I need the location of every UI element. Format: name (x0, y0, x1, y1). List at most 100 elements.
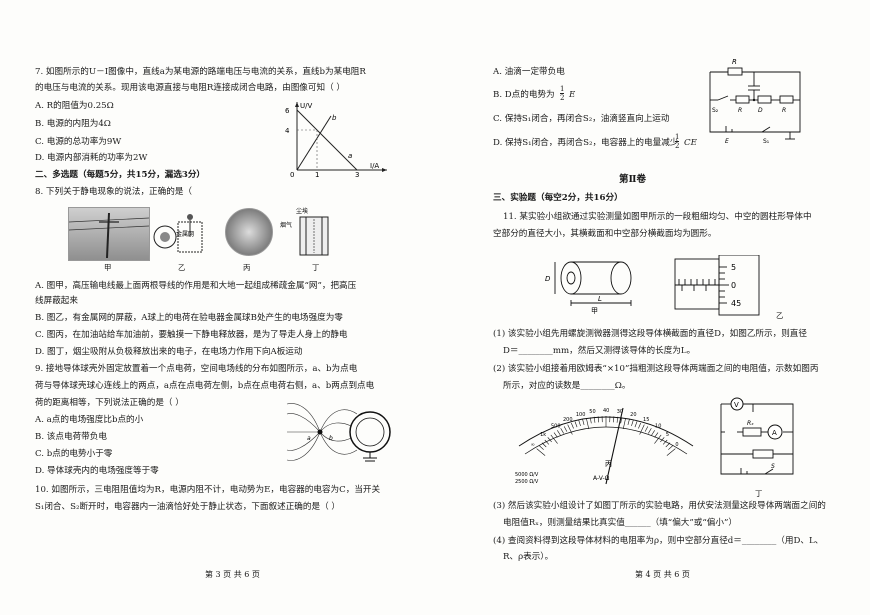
q11-cylinder-diagram: D L 甲 (545, 261, 632, 314)
x-tick-3: 3 (355, 171, 359, 178)
y-tick-6: 6 (285, 107, 290, 115)
q11-part2-line1: (2) 该实验小组接着用欧姆表“×10”挡粗测这段导体两端面之间的电阻值，示数如… (493, 364, 819, 374)
dial-scale-label: ∞ (531, 442, 535, 448)
scale-45: 45 (731, 299, 741, 308)
q8-option-d: D. 图丁，烟尘吸附从负极释放出来的电子，在电场力作用下向A板运动 (35, 347, 303, 357)
q11-ohmmeter-dial: 丙 A-V-Ω 5000 Ω/V 2500 Ω/V ∞1k50020010050… (515, 407, 694, 485)
origin-label: 0 (290, 171, 294, 178)
q8-option-c: C. 图丙，在加油站给车加油前，要触摸一下静电释放器，是为了导走人身上的静电 (35, 330, 348, 340)
page-4: A. 油滴一定带负电 B. D点的电势为 1 2 E C. 保持S₁闭合，再闭合… (435, 0, 870, 615)
circuit-e-label: E (725, 138, 729, 144)
x-tick-1: 1 (315, 171, 319, 178)
flue-label: 烟气 (280, 221, 292, 229)
q7-line1: 7. 如图所示的U－I图像中，直线a为某电源的路端电压与电流的关系，直线b为某电… (35, 67, 366, 77)
photo-power-lines (68, 207, 150, 261)
fig-jia-label: 甲 (591, 307, 598, 314)
q7-ui-graph: U/V 6 4 0 1 3 I/A a b (285, 102, 387, 178)
dial-tick (582, 419, 585, 425)
q8-option-a: A. 图甲，高压输电线最上面两根导线的作用是和大地一起组成稀疏金属“网”，把高压 (35, 281, 357, 291)
point-a-label: a (307, 435, 311, 442)
dial-tick (662, 439, 668, 445)
dial-tick (567, 424, 573, 435)
diagram-electroscope-mesh: 金属网 (153, 214, 203, 253)
dial-tick (553, 432, 558, 438)
dial-scale-label: 20 (630, 412, 636, 418)
line-a-label: a (348, 152, 352, 160)
q11-part4-line1: (4) 查阅资料得到这段导体材料的电阻率为ρ，则中空部分直径d＝________… (493, 536, 824, 546)
dial-tick (639, 424, 645, 435)
q8-label-bing: 丙 (243, 263, 251, 272)
diameter-label: D (545, 275, 551, 283)
q10-option-a: A. 油滴一定带负电 (493, 67, 565, 77)
switch-s-label: S (771, 463, 775, 470)
dial-tick (571, 422, 574, 429)
y-axis-label: U/V (300, 102, 312, 110)
dial-tick (547, 437, 552, 443)
dial-tick (536, 448, 546, 456)
dial-tick (654, 432, 659, 438)
q9-option-c: C. b点的电势小于零 (35, 449, 113, 459)
dial-tick (616, 416, 619, 423)
frac-b-num: 1 (560, 85, 565, 94)
q8-option-a-cont: 线屏蔽起来 (35, 296, 78, 306)
footer-page-3: 第 3 页 共 6 页 (205, 570, 260, 579)
y-tick-4: 4 (285, 127, 290, 135)
q11-line2: 空部分的直径大小，其横截面和中空部分横截面均为圆形。 (493, 229, 717, 239)
q7-option-b: B. 电源的内阻为4Ω (35, 119, 111, 129)
meter-spec-2: 2500 Ω/V (515, 479, 539, 485)
footer-page-4: 第 4 页 共 6 页 (635, 570, 690, 579)
dial-tick (634, 421, 638, 428)
dial-scale-label: 0 (675, 442, 678, 448)
dust-label: 尘埃 (296, 207, 308, 215)
q9-line3: 荷的距离相等，下列说法正确的是（ ） (35, 398, 184, 408)
frac-d-num: 1 (675, 133, 680, 142)
q9-option-a: A. a点的电场强度比b点的小 (35, 415, 144, 425)
scale-5: 5 (731, 263, 736, 272)
q8-label-jia: 甲 (104, 263, 112, 272)
q11-part2-line2: 所示，对应的读数是________Ω。 (503, 381, 631, 391)
q10-line2: S₁闭合、S₂断开时，电容器内一油滴恰好处于静止状态，下面叙述正确的是（ ） (35, 502, 340, 512)
scale-0: 0 (731, 281, 736, 290)
dial-tick (557, 430, 561, 436)
fig-ding-label: 丁 (755, 489, 763, 498)
dial-tick (613, 416, 615, 423)
q10-option-c: C. 保持S₁闭合，再闭合S₂，油滴竖直向上运动 (493, 114, 670, 124)
q8-option-b: B. 图乙，有金属网的屏蔽，A球上的电荷在验电器金属球B处产生的电场强度为零 (35, 313, 343, 323)
meter-unit-label: A-V-Ω (593, 475, 610, 482)
q8-label-ding: 丁 (312, 263, 320, 272)
q10-line1: 10. 如图所示，三电阻阻值均为R，电源内阻不计，电动势为E，电容器的电容为C，… (35, 485, 381, 495)
q9-line2: 荷与导体球壳球心连线上的两点，a点在点电荷左侧，b点在点电荷右侧，a、b两点到点… (35, 381, 375, 391)
length-label: L (598, 295, 602, 303)
diagram-electrostatic-precipitator: 尘埃 烟气 (280, 207, 329, 256)
frac-b-den: 2 (560, 94, 565, 102)
dial-tick (578, 420, 581, 427)
dial-scale-label: 200 (563, 417, 573, 423)
q11-voltammeter-circuit: V A Rₓ S (720, 397, 794, 475)
dial-tick (544, 439, 550, 445)
dial-scale-label: 15 (643, 417, 649, 423)
dial-scale-label: 500 (551, 424, 561, 430)
q11-part1-line2: D＝________mm，然后又测得该导体的长度为L。 (503, 346, 696, 356)
dial-tick (593, 416, 596, 423)
dial-tick (550, 434, 558, 444)
circuit-r3-label: R (782, 107, 786, 114)
dial-tick (648, 428, 652, 434)
q9-option-b: B. 该点电荷带负电 (35, 432, 107, 442)
circuit-s2-label: S₂ (712, 107, 719, 114)
dial-tick (668, 445, 673, 450)
dial-tick (638, 422, 641, 429)
x-axis-label: I/A (370, 162, 379, 170)
q11-part3-line1: (3) 然后该实验小组设计了如图丁所示的实验电路，用伏安法测量这段导体两端面之间… (493, 501, 826, 511)
frac-d-den: 2 (675, 142, 680, 150)
voltmeter-label: V (734, 401, 739, 409)
frac-d-tail: CE (684, 138, 697, 148)
rx-label: Rₓ (747, 420, 754, 427)
fraction-half-ce: 1 2 (675, 133, 680, 150)
section-experiments: 三、实验题（每空2分，共16分） (493, 193, 623, 203)
dial-tick (541, 442, 547, 448)
dial-tick (586, 418, 590, 429)
q11-part3-line2: 电阻值Rₓ，则测量结果比真实值______（填“偏大”或“偏小”） (503, 518, 737, 528)
dial-scale-label: 30 (617, 409, 623, 415)
circuit-r-label: R (732, 58, 737, 66)
